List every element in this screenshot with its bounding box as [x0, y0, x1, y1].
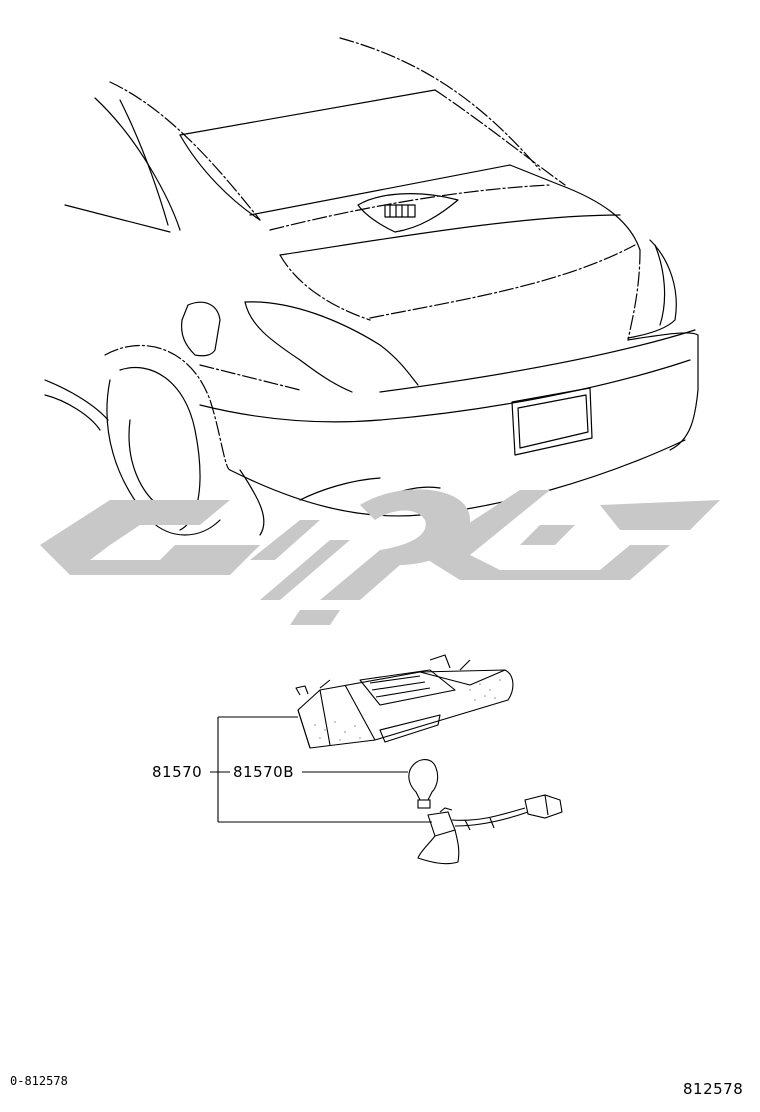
stop-lamp-assembly	[295, 654, 514, 749]
socket-and-wire	[417, 794, 563, 865]
watermark-logo	[40, 489, 720, 625]
callout-assembly-part: 81570	[152, 763, 203, 781]
bulb	[408, 759, 439, 809]
callout-bulb-part: 81570B	[233, 763, 295, 781]
footer-right-code: 812578	[683, 1080, 744, 1098]
leader-lines	[210, 716, 432, 823]
footer-left-code: 0-812578	[10, 1074, 68, 1088]
